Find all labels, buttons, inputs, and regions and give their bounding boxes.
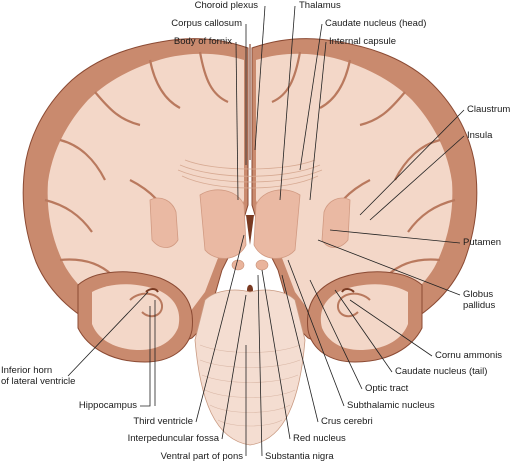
leader-globus-pallidus — [317, 239, 461, 296]
leader-cornu-ammonis — [349, 299, 433, 357]
leader-caudate-head — [299, 23, 323, 171]
leader-insula — [369, 135, 465, 221]
right-thalamus — [253, 189, 301, 259]
label-hippocampus: Hippocampus — [78, 400, 137, 411]
leader-interpeduncular — [221, 294, 247, 440]
label-cornu-ammonis: Cornu ammonis — [435, 350, 503, 361]
label-internal-capsule: Internal capsule — [329, 36, 397, 47]
leader-substantia-nigra — [257, 274, 263, 457]
leader-lines — [67, 5, 465, 457]
leader-body-fornix — [235, 41, 239, 201]
leader-optic-tract — [309, 279, 363, 390]
leader-choroid-plexus — [254, 5, 266, 151]
leader-putamen — [329, 229, 461, 244]
right-lentiform — [321, 197, 351, 248]
leader-crus-cerebri — [281, 274, 319, 423]
leader-claustrum — [359, 109, 465, 216]
right-hippocampus — [336, 292, 371, 318]
label-inferior-horn-2: of lateral ventricle — [1, 376, 76, 387]
label-putamen: Putamen — [463, 237, 502, 248]
label-thalamus: Thalamus — [299, 0, 341, 11]
corpus-callosum-fibres — [177, 159, 323, 189]
label-caudate-tail: Caudate nucleus (tail) — [395, 366, 488, 377]
right-inferior-horn — [341, 288, 355, 293]
label-choroid-plexus: Choroid plexus — [194, 0, 258, 11]
label-subthalamic-nucleus: Subthalamic nucleus — [347, 400, 435, 411]
label-globus-2: pallidus — [463, 300, 496, 311]
label-globus-1: Globus — [463, 289, 494, 300]
label-insula: Insula — [467, 130, 493, 141]
left-white-matter — [47, 53, 244, 321]
left-thalamus — [199, 189, 247, 259]
label-optic-tract: Optic tract — [365, 383, 409, 394]
label-interpeduncular-fossa: Interpeduncular fossa — [127, 433, 219, 444]
leader-internal-capsule — [309, 41, 327, 201]
label-ventral-pons: Ventral part of pons — [160, 451, 243, 462]
leader-third-ventricle — [195, 234, 245, 423]
right-red-nucleus — [255, 259, 269, 271]
left-sulci — [44, 51, 229, 276]
label-inferior-horn-1: Inferior horn — [1, 365, 53, 376]
label-third-ventricle: Third ventricle — [133, 416, 193, 427]
left-red-nucleus — [231, 259, 245, 271]
leader-inferior-horn — [67, 291, 149, 377]
label-crus-cerebri: Crus cerebri — [321, 416, 373, 427]
left-lentiform — [149, 197, 179, 248]
right-sulci — [271, 51, 456, 276]
left-temporal-white — [92, 284, 180, 350]
label-corpus-callosum: Corpus callosum — [171, 18, 242, 29]
leader-subthalamic — [287, 259, 345, 407]
label-red-nucleus: Red nucleus — [293, 433, 346, 444]
label-claustrum: Claustrum — [467, 104, 511, 115]
third-ventricle — [246, 215, 254, 245]
label-substantia-nigra: Substantia nigra — [265, 451, 334, 462]
leader-thalamus — [279, 5, 296, 201]
label-caudate-head: Caudate nucleus (head) — [325, 18, 427, 29]
left-inferior-horn — [145, 288, 159, 293]
leader-hippocampus — [140, 306, 151, 407]
right-white-matter — [256, 53, 453, 321]
pons-fibres — [199, 344, 301, 427]
label-body-of-fornix: Body of fornix — [173, 36, 232, 47]
leader-red-nucleus — [261, 269, 291, 440]
leader-caudate-tail — [334, 289, 393, 373]
